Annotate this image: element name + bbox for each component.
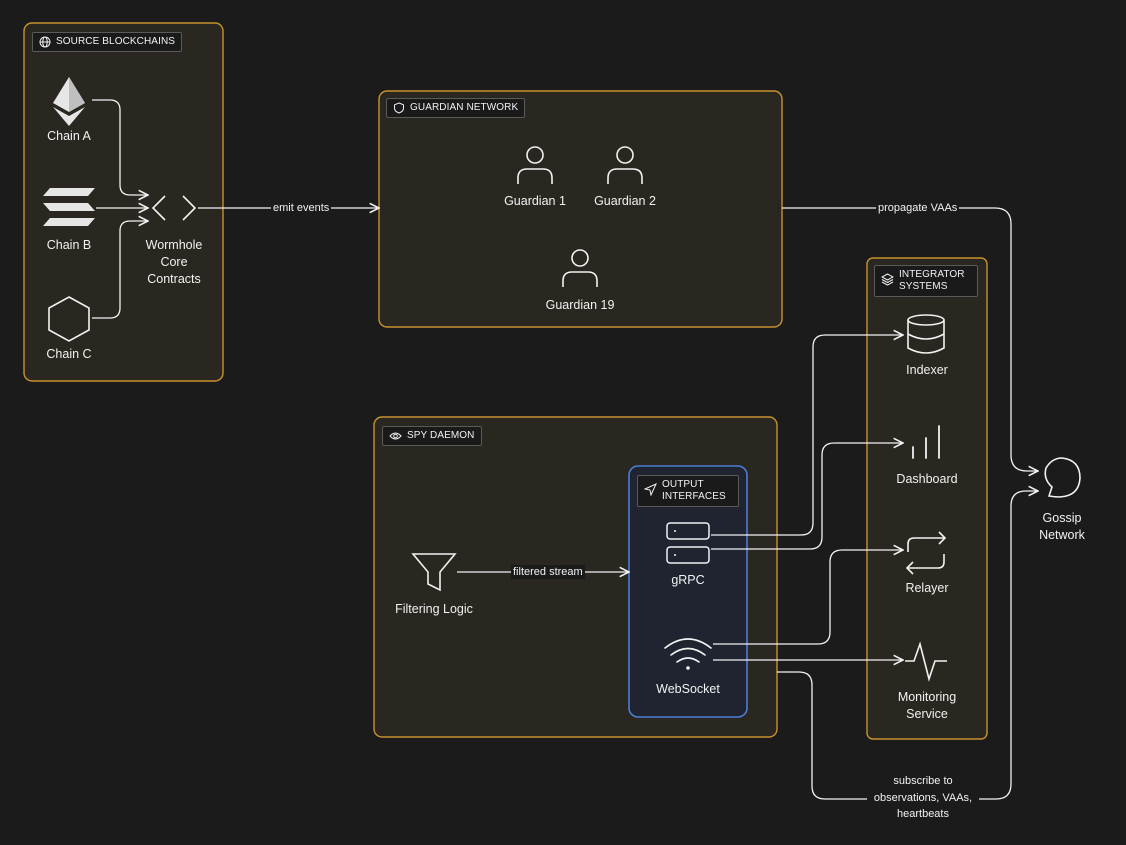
layers-icon [881, 273, 894, 286]
chain-b-label: Chain B [46, 238, 92, 252]
output-interfaces-title: OUTPUT INTERFACES [637, 475, 739, 507]
repeat-icon [905, 531, 947, 575]
websocket-label: WebSocket [656, 682, 720, 696]
message-circle-icon [1044, 457, 1081, 498]
source-blockchains-title: SOURCE BLOCKCHAINS [32, 32, 183, 52]
chain-b-icon [43, 188, 95, 226]
funnel-icon [411, 553, 457, 592]
source-blockchains-group [23, 22, 224, 382]
core-contracts-label: Wormhole Core Contracts [145, 238, 203, 286]
guardian-network-group [378, 90, 783, 328]
spy-daemon-title-text: SPY DAEMON [407, 430, 475, 441]
filtered-stream-label: filtered stream [511, 565, 585, 579]
guardian-network-title: GUARDIAN NETWORK [386, 98, 526, 118]
shield-icon [394, 102, 404, 114]
server-icon [666, 522, 710, 564]
integrator-systems-group [866, 257, 988, 740]
edge-chain-c-core [92, 221, 148, 319]
code-brackets-icon [151, 195, 197, 221]
output-interfaces-group [628, 465, 748, 718]
monitoring-service-label: Monitoring Service [897, 690, 957, 721]
edge-propagate-vaas [782, 207, 1038, 471]
guardian-network-title-text: GUARDIAN NETWORK [410, 102, 519, 113]
chain-a-label: Chain A [47, 129, 91, 143]
chain-to-core-edges [92, 99, 1038, 800]
gossip-network-label: Gossip Network [1039, 511, 1085, 542]
integrator-systems-title: INTEGRATOR SYSTEMS [874, 265, 978, 297]
edge-grpc-indexer [711, 335, 903, 536]
source-blockchains-title-text: SOURCE BLOCKCHAINS [56, 36, 176, 47]
spy-daemon-title: SPY DAEMON [382, 426, 482, 446]
wifi-icon [664, 638, 712, 670]
grpc-label: gRPC [671, 573, 705, 587]
edge-ws-relayer [713, 550, 903, 645]
relayer-label: Relayer [905, 581, 949, 595]
edge-chain-a-core [92, 99, 148, 195]
chain-c-label: Chain C [46, 347, 92, 361]
subscribe-label: subscribe to observations, VAAs, heartbe… [867, 773, 979, 823]
activity-icon [905, 641, 947, 682]
guardian-2-icon [607, 146, 643, 184]
globe-icon [39, 36, 51, 48]
send-icon [644, 483, 657, 496]
edge-grpc-dashboard [711, 443, 903, 550]
guardian-1-label: Guardian 1 [504, 194, 566, 208]
emit-events-label: emit events [271, 201, 332, 215]
eye-icon [389, 432, 402, 440]
bar-chart-icon [912, 425, 940, 459]
integrator-systems-title-text: INTEGRATOR SYSTEMS [899, 269, 965, 292]
output-interfaces-title-text: OUTPUT INTERFACES [662, 479, 726, 502]
indexer-label: Indexer [906, 363, 948, 377]
database-icon [907, 314, 945, 354]
chain-c-icon [48, 296, 90, 342]
guardian-19-icon [562, 249, 598, 287]
guardian-2-label: Guardian 2 [594, 194, 656, 208]
propagate-vaas-label: propagate VAAs [876, 201, 960, 215]
guardian-19-label: Guardian 19 [545, 298, 615, 312]
guardian-1-icon [517, 146, 553, 184]
filtering-logic-label: Filtering Logic [395, 602, 473, 616]
chain-a-icon [53, 77, 85, 126]
dashboard-label: Dashboard [896, 472, 958, 486]
